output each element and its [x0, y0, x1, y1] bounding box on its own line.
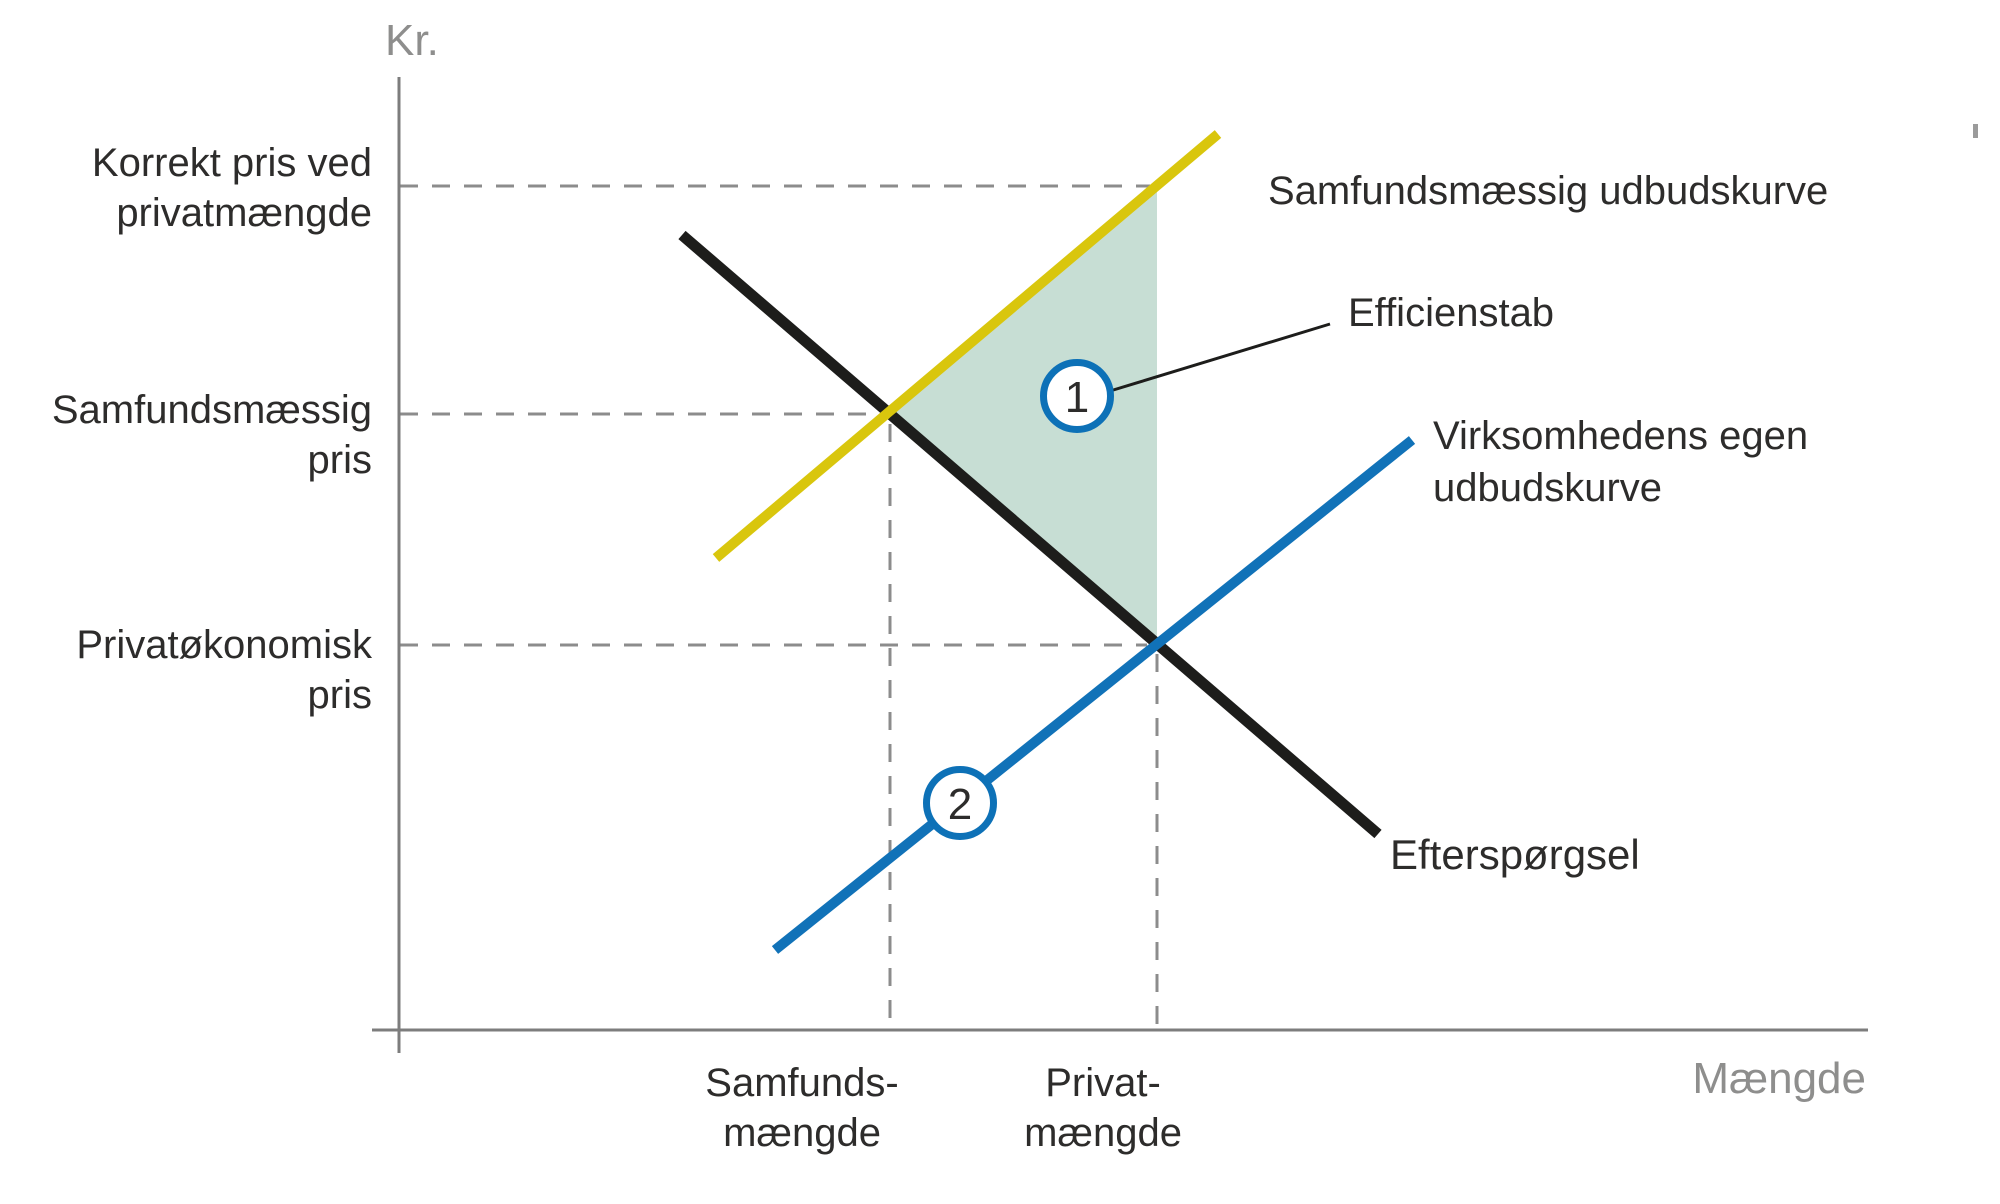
marker-1-number: 1: [1065, 373, 1089, 422]
social-quantity-label-line1: Samfunds-: [705, 1061, 899, 1105]
stray-tick-mark: [1973, 124, 1978, 138]
demand-curve-line: [678, 230, 1382, 839]
social-quantity-label-line2: mængde: [723, 1111, 881, 1155]
marker-2: 2: [923, 766, 997, 840]
firm-supply-curve-label-line2: udbudskurve: [1433, 466, 1663, 510]
correct-price-label: Korrekt pris ved privatmængde: [92, 138, 372, 238]
efficiency-loss-area: [890, 186, 1157, 644]
efficiency-leader-line: [1109, 322, 1331, 393]
firm-supply-curve-label: Virksomhedens egen udbudskurve: [1433, 410, 1808, 514]
social-price-label-line1: Samfundsmæssig: [51, 388, 372, 432]
demand-curve-label: Efterspørgsel: [1390, 831, 1640, 878]
social-supply-curve-label: Samfundsmæssig udbudskurve: [1268, 169, 1829, 213]
private-quantity-label: Privat- mængde: [903, 1058, 1303, 1158]
efficiency-loss-label: Efficienstab: [1348, 291, 1555, 335]
marker-2-circle: [923, 766, 997, 840]
marker-1-circle: [1040, 359, 1114, 433]
firm-supply-curve-label-line1: Virksomhedens egen: [1433, 414, 1809, 458]
private-quantity-label-line2: mængde: [1024, 1111, 1182, 1155]
private-price-label-line1: Privatøkonomisk: [76, 623, 372, 667]
social-supply-curve-line: [712, 130, 1222, 562]
correct-price-label-line2: privatmængde: [116, 191, 372, 235]
marker-1: 1: [1040, 359, 1114, 433]
social-price-label: Samfundsmæssig pris: [52, 385, 372, 485]
firm-supply-curve-line: [771, 436, 1416, 954]
marker-2-number: 2: [948, 780, 972, 829]
social-price-label-line2: pris: [307, 438, 372, 482]
private-price-label: Privatøkonomisk pris: [76, 620, 372, 720]
private-quantity-label-line1: Privat-: [1045, 1061, 1161, 1105]
social-quantity-label: Samfunds- mængde: [602, 1058, 1002, 1158]
y-axis-title: Kr.: [385, 16, 439, 65]
x-axis-title: Mængde: [1692, 1054, 1866, 1103]
correct-price-label-line1: Korrekt pris ved: [91, 141, 372, 185]
private-price-label-line2: pris: [307, 673, 372, 717]
